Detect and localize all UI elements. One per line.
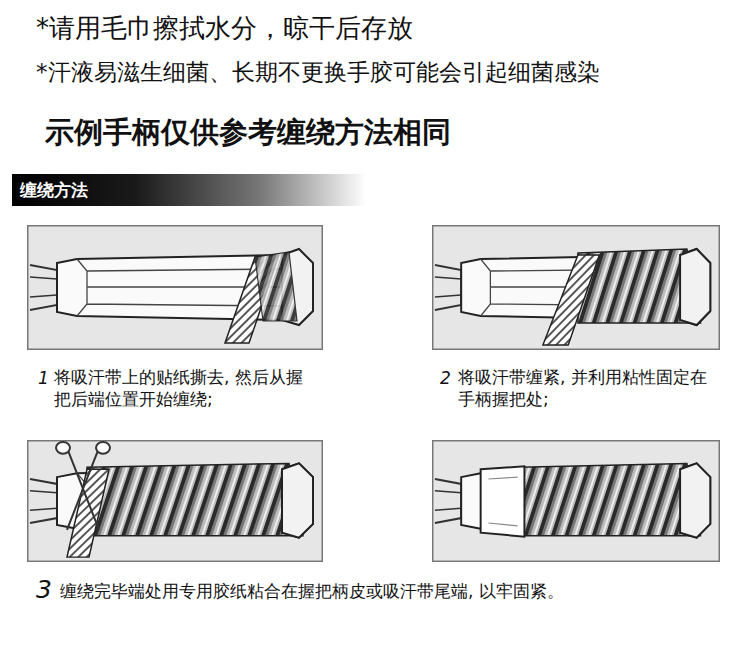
step-number: 1 <box>38 367 49 389</box>
note-text: *请用毛巾擦拭水分，晾干后存放 <box>36 12 413 46</box>
step1-illustration <box>27 225 323 350</box>
step-caption: 将吸汗带缠紧, 并利用粘性固定在手柄握把处; <box>458 366 720 410</box>
step2-illustration <box>432 225 720 350</box>
step3-illustration <box>27 440 323 562</box>
step-number: 2 <box>440 367 451 389</box>
step-caption: 缠绕完毕端处用专用胶纸粘合在握把柄皮或吸汗带尾端, 以牢固紧。 <box>60 580 564 602</box>
step-number: 3 <box>36 574 52 607</box>
page-title: 示例手柄仅供参考缠绕方法相同 <box>45 113 451 153</box>
step-caption: 将吸汗带上的贴纸撕去, 然后从握把后端位置开始缠绕; <box>54 366 304 410</box>
banner-text: 缠绕方法 <box>20 179 358 201</box>
note-text: *汗液易滋生细菌、长期不更换手胶可能会引起细菌感染 <box>36 58 600 88</box>
step4-illustration <box>432 440 720 562</box>
section-banner: 缠绕方法 <box>12 174 366 206</box>
